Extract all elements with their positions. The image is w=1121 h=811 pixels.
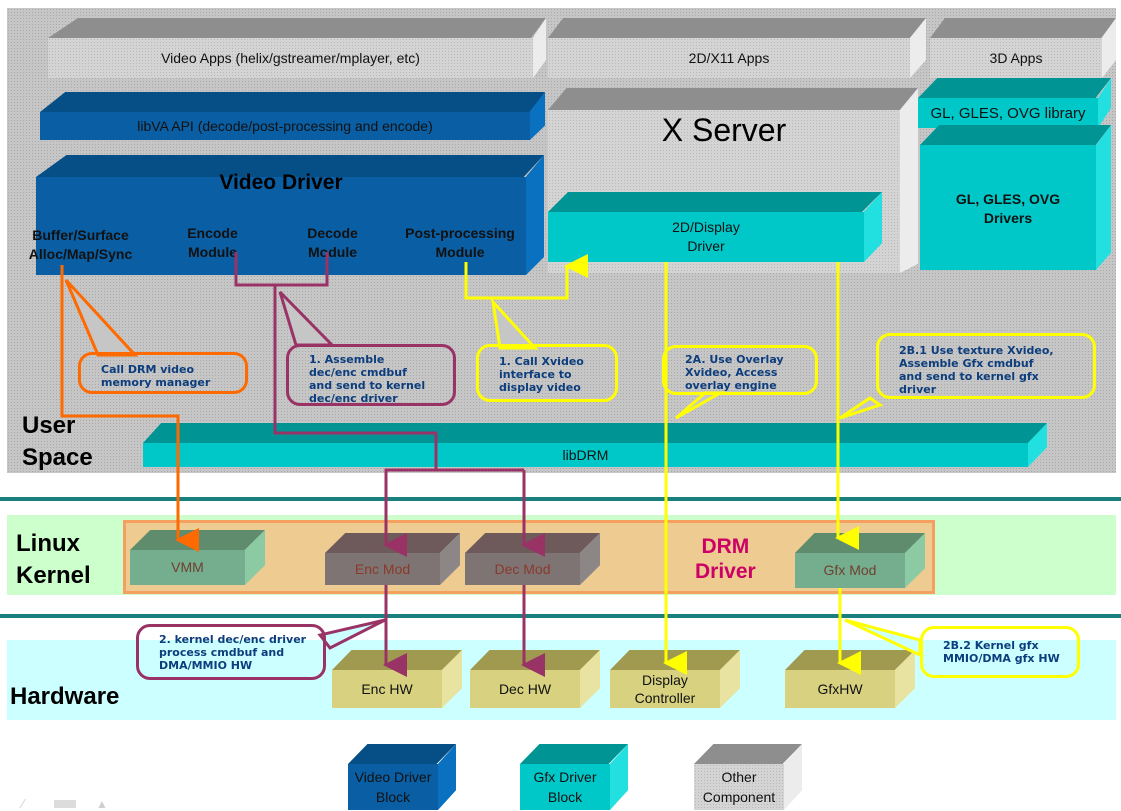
x11-apps-block: 2D/X11 Apps xyxy=(548,18,926,78)
user-kernel-divider xyxy=(0,497,1121,501)
x-server-label: X Server xyxy=(661,112,787,148)
tail-kernel-gfx xyxy=(844,618,922,658)
codec-split xyxy=(384,468,524,472)
vmm-label: VMM xyxy=(130,550,245,585)
3d-apps-label: 3D Apps xyxy=(930,38,1102,78)
legend-video-driver-label: Video Driver Block xyxy=(348,764,438,810)
display-driver-block: 2D/Display Driver xyxy=(548,192,882,262)
gl-library-block: GL, GLES, OVG library xyxy=(918,78,1111,128)
tail-drm-vmm xyxy=(64,278,139,357)
enc-mod-label: Enc Mod xyxy=(325,553,440,585)
pen-icon[interactable]: ∕ xyxy=(22,796,25,811)
gfx-hw-label: GfxHW xyxy=(785,670,895,708)
vmm-path xyxy=(60,265,199,552)
tail-kernel-driver xyxy=(317,618,386,650)
legend-gfx-driver-label: Gfx Driver Block xyxy=(520,764,610,810)
video-driver-label: Video Driver xyxy=(219,171,343,194)
libdrm-label: libDRM xyxy=(143,443,1028,467)
libdrm-block: libDRM xyxy=(143,423,1047,467)
decode-module: Decode Module xyxy=(307,225,358,260)
callout-texture: 2B.1 Use texture Xvideo, Assemble Gfx cm… xyxy=(876,333,1096,399)
tail-overlay xyxy=(675,391,726,420)
callout-overlay: 2A. Use Overlay Xvideo, Access overlay e… xyxy=(662,345,818,395)
pointer-icon[interactable]: ▲ xyxy=(96,797,108,811)
legend-gfx-driver: Gfx Driver Block xyxy=(520,744,628,810)
video-apps-label: Video Apps (helix/gstreamer/mplayer, etc… xyxy=(48,38,533,78)
callout-drm-vmm: Call DRM video memory manager xyxy=(78,352,248,394)
legend-other-component-label: Other Component xyxy=(694,764,784,810)
codec-path xyxy=(234,252,329,287)
kernel-hardware-divider xyxy=(0,614,1121,618)
gfx-mod-label: Gfx Mod xyxy=(795,553,905,588)
gl-drivers-block: GL, GLES, OVG Drivers xyxy=(920,125,1111,270)
dec-mod-label: Dec Mod xyxy=(465,553,580,585)
hardware-label: Hardware xyxy=(10,683,120,710)
callout-kernel-gfx: 2B.2 Kernel gfx MMIO/DMA gfx HW xyxy=(920,626,1080,678)
legend-video-driver: Video Driver Block xyxy=(348,744,456,810)
callout-assemble-cmdbuf: 1. Assemble dec/enc cmdbuf and send to k… xyxy=(286,344,456,406)
enc-hw-block: Enc HW xyxy=(332,650,462,708)
tail-texture xyxy=(839,396,884,420)
display-driver-label: 2D/Display Driver xyxy=(548,212,864,262)
buffer-surface-module: Buffer/Surface Alloc/Map/Sync xyxy=(28,227,133,262)
xvideo-path xyxy=(464,254,588,300)
3d-apps-block: 3D Apps xyxy=(930,18,1116,78)
linux-kernel-label: Linux Kernel xyxy=(16,530,91,589)
libva-api-label: libVA API (decode/post-processing and en… xyxy=(40,112,530,140)
post-processing-module: Post-processing Module xyxy=(405,225,515,260)
display-controller-label: Display Controller xyxy=(610,670,720,708)
enc-mod-module: Enc Mod xyxy=(325,533,460,585)
callout-kernel-driver: 2. kernel dec/enc driver process cmdbuf … xyxy=(136,624,326,680)
video-driver-block: Video Driver xyxy=(36,155,544,275)
codec-trunk xyxy=(273,285,438,470)
gfx-mod-module: Gfx Mod xyxy=(795,533,925,588)
tail-xvideo xyxy=(490,297,539,350)
user-space-label: User Space xyxy=(22,412,93,471)
tail-assemble xyxy=(278,290,336,347)
encode-module: Encode Module xyxy=(187,225,238,260)
video-apps-block: Video Apps (helix/gstreamer/mplayer, etc… xyxy=(48,18,546,78)
gl-library-label: GL, GLES, OVG library xyxy=(918,98,1098,128)
drm-driver-label: DRM Driver xyxy=(695,535,756,583)
callout-call-xvideo: 1. Call Xvideo interface to display vide… xyxy=(476,344,618,402)
legend-other-component: Other Component xyxy=(694,744,802,810)
gl-drivers-label: GL, GLES, OVG Drivers xyxy=(920,145,1096,270)
libva-api-block: libVA API (decode/post-processing and en… xyxy=(40,92,545,140)
screen-icon[interactable] xyxy=(54,800,76,808)
x11-apps-label: 2D/X11 Apps xyxy=(548,38,910,78)
dec-mod-module: Dec Mod xyxy=(465,533,600,585)
